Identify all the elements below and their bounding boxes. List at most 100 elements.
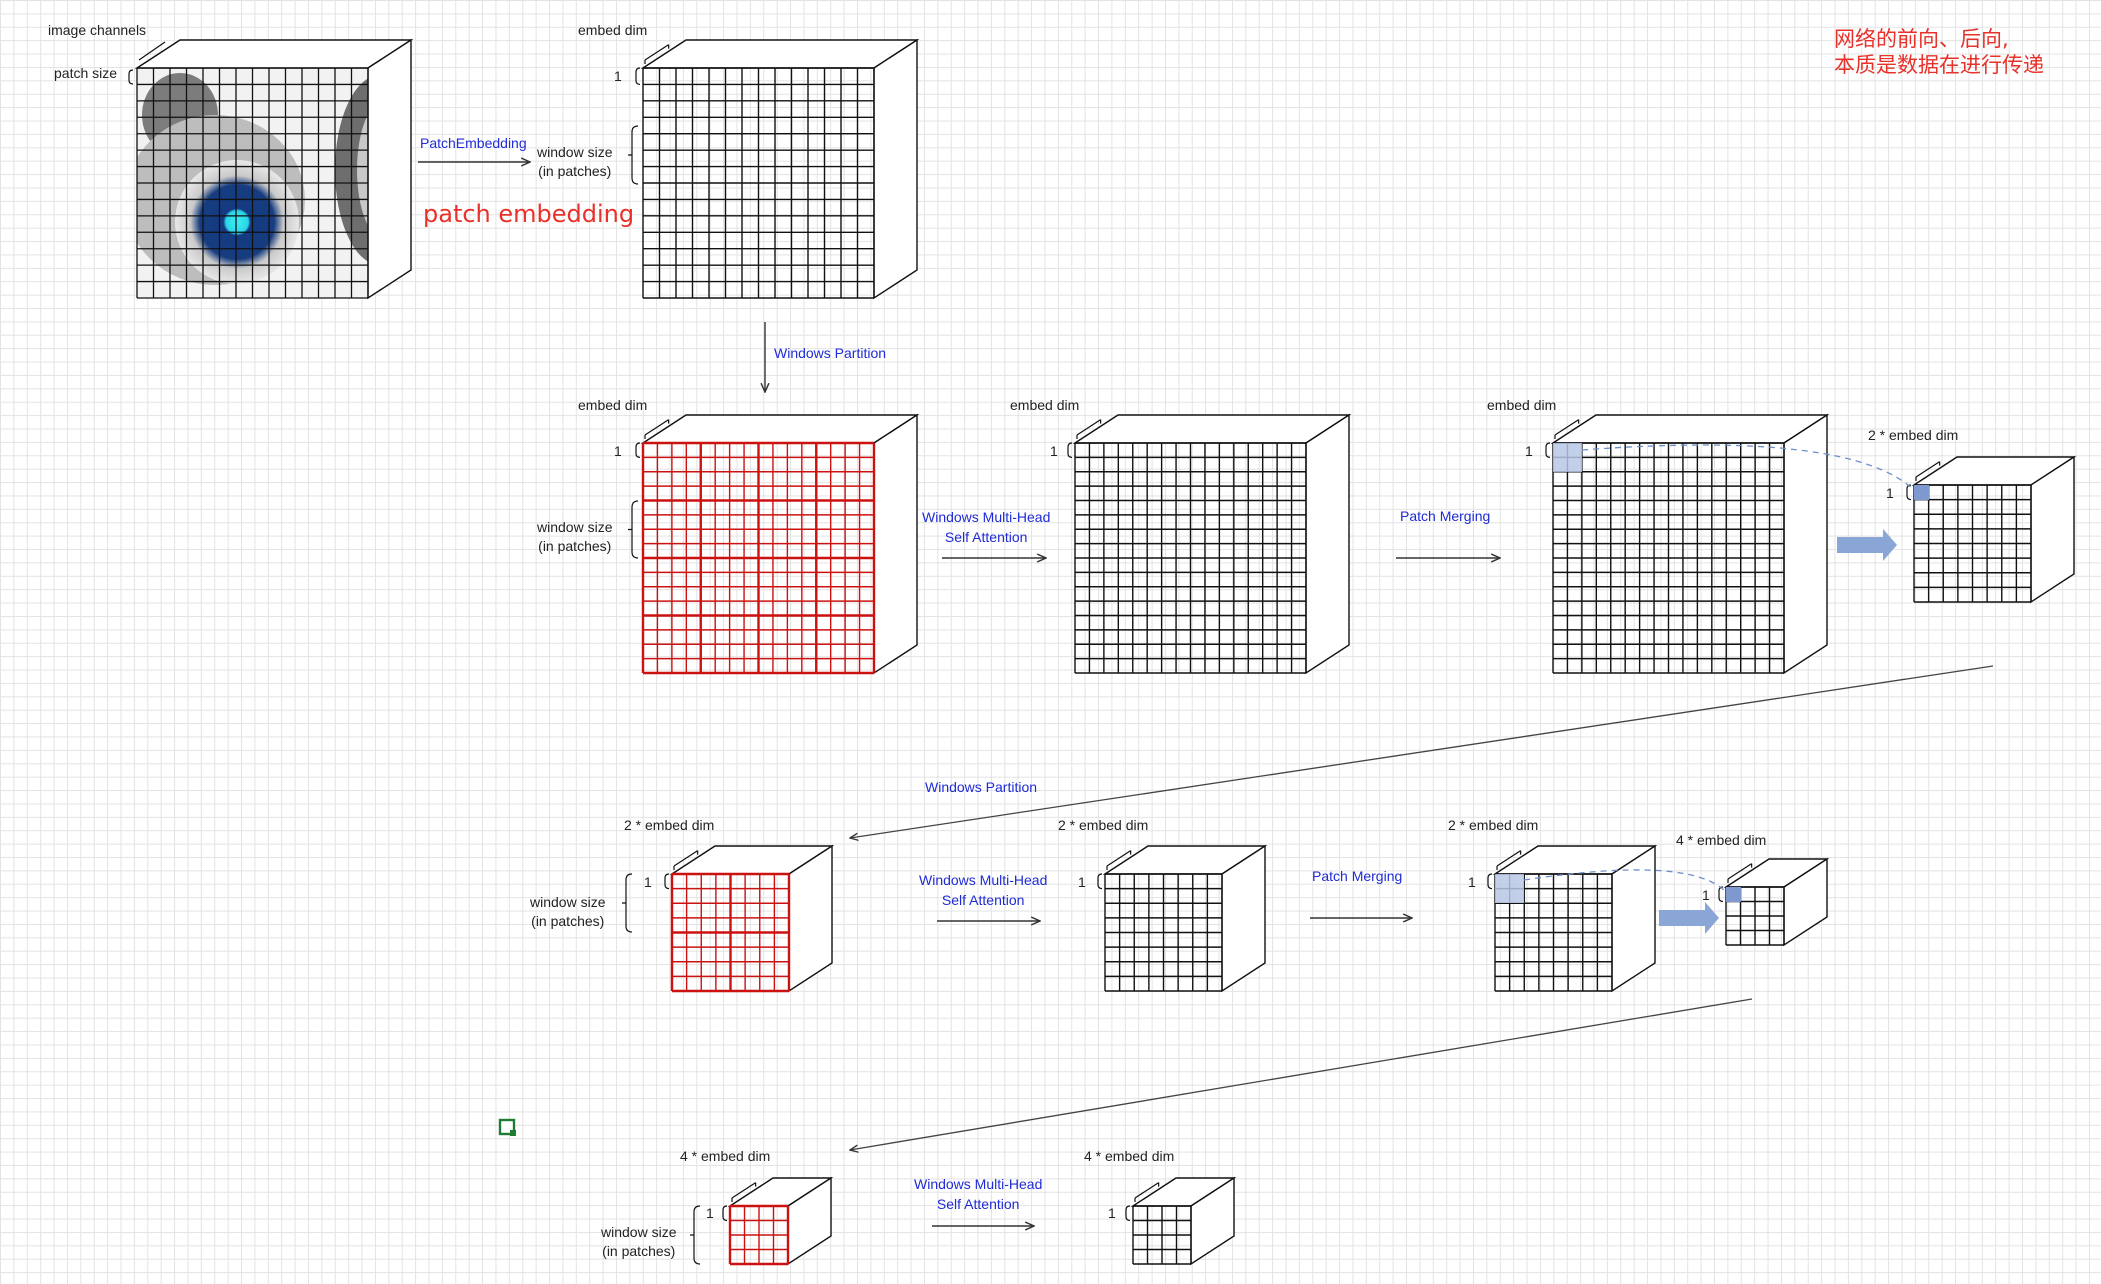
op-wmsa-line2: Self Attention xyxy=(936,1196,1020,1212)
window-size-line1: window size xyxy=(537,144,613,160)
cube-merged-2-depth-bracket xyxy=(1727,863,1752,880)
window-size-label-3: window size (in patches) xyxy=(530,893,605,931)
one-label-10: 1 xyxy=(706,1205,714,1221)
cube-embed-one-brace xyxy=(635,67,641,86)
cube-merge-2-one-brace xyxy=(1487,873,1493,890)
cube-attn-1-top-face xyxy=(1072,414,1352,444)
cube-windows-1-side-face xyxy=(873,413,918,675)
one-label-9: 1 xyxy=(1702,887,1710,903)
op-wmsa-line1: Windows Multi-Head xyxy=(922,509,1051,525)
window-size-label-4: window size (in patches) xyxy=(601,1223,676,1261)
window-size-brace-1 xyxy=(628,125,639,185)
merge-block-arrow-1 xyxy=(1837,529,1897,561)
merge-patch-highlight-2 xyxy=(1495,874,1524,903)
window-size-brace-3 xyxy=(622,873,633,933)
embed-dim-label-4: embed dim xyxy=(1487,397,1557,413)
op-patch-embedding: PatchEmbedding xyxy=(420,135,527,151)
cube-merge-1-one-brace xyxy=(1545,442,1551,458)
cube-windows-1-one-brace xyxy=(635,442,641,458)
embed-dim-4x-label-2: 4 * embed dim xyxy=(680,1148,771,1164)
cube-attn-3-depth-bracket xyxy=(1134,1182,1159,1199)
op-wmsa-line2: Self Attention xyxy=(941,892,1025,908)
image-side-face xyxy=(367,38,412,300)
window-size-brace-2 xyxy=(628,500,639,559)
cube-merged-1-one-brace xyxy=(1906,484,1912,501)
window-size-line2: (in patches) xyxy=(602,1243,676,1259)
op-wmsa-2: Windows Multi-Head Self Attention xyxy=(919,870,1047,910)
window-size-label-1: window size (in patches) xyxy=(537,143,612,181)
cube-embed-top-face xyxy=(640,39,920,69)
cube-merge-2-depth-bracket xyxy=(1496,850,1521,867)
cube-merge-1-side-face xyxy=(1783,413,1828,675)
one-label-7: 1 xyxy=(1078,874,1086,890)
one-label-8: 1 xyxy=(1468,874,1476,890)
cube-merge-1-depth-bracket xyxy=(1554,419,1579,436)
patch-size-label: patch size xyxy=(54,65,118,81)
note-line-2: 本质是数据在进行传递 xyxy=(1834,53,2044,77)
selection-handle-icon[interactable] xyxy=(498,1118,518,1138)
window-size-label-2: window size (in patches) xyxy=(537,518,612,556)
op-wmsa-line2: Self Attention xyxy=(944,529,1028,545)
merged-patch-highlight-2 xyxy=(1726,887,1741,902)
merged-patch-highlight-1 xyxy=(1914,485,1929,500)
op-wmsa-3: Windows Multi-Head Self Attention xyxy=(914,1174,1042,1214)
embed-dim-4x-label-3: 4 * embed dim xyxy=(1084,1148,1175,1164)
op-wmsa-1: Windows Multi-Head Self Attention xyxy=(922,507,1050,547)
merge-dashed-link-2 xyxy=(1523,869,1727,893)
image-channels-label: image channels xyxy=(48,22,147,38)
window-size-line2: (in patches) xyxy=(531,913,605,929)
patch-size-brace xyxy=(128,69,134,85)
cube-attn-1-side-face xyxy=(1305,413,1350,675)
image-top-face xyxy=(134,39,414,69)
one-label-4: 1 xyxy=(1525,443,1533,459)
embed-dim-2x-label-2: 2 * embed dim xyxy=(624,817,715,833)
one-label-3: 1 xyxy=(1050,443,1058,459)
note-line-1: 网络的前向、后向, xyxy=(1834,27,2009,51)
one-label-1: 1 xyxy=(614,68,622,84)
op-windows-partition-2: Windows Partition xyxy=(925,779,1038,795)
merge-block-arrow-2 xyxy=(1659,902,1719,934)
cube-windows-3-depth-bracket xyxy=(731,1182,756,1199)
forward-backward-note: 网络的前向、后向, 本质是数据在进行传递 xyxy=(1834,26,2044,78)
op-wmsa-line1: Windows Multi-Head xyxy=(919,872,1048,888)
window-size-line1: window size xyxy=(530,894,606,910)
embed-dim-label-3: embed dim xyxy=(1010,397,1080,413)
embed-dim-label-1: embed dim xyxy=(578,22,648,38)
embed-dim-4x-label-1: 4 * embed dim xyxy=(1676,832,1767,848)
one-label-2: 1 xyxy=(614,443,622,459)
window-size-line2: (in patches) xyxy=(538,538,612,554)
embed-dim-2x-label-4: 2 * embed dim xyxy=(1448,817,1539,833)
cube-attn-2-one-brace xyxy=(1097,873,1103,890)
merge-patch-highlight-1 xyxy=(1553,443,1582,472)
merge-dashed-link-1 xyxy=(1581,444,1915,491)
cube-embed-depth-bracket xyxy=(644,44,669,61)
cube-windows-2-one-brace xyxy=(664,873,670,890)
cube-embed-side-face xyxy=(873,38,918,300)
one-label-11: 1 xyxy=(1108,1205,1116,1221)
cube-windows-1-depth-bracket xyxy=(644,419,669,436)
cube-merged-1-depth-bracket xyxy=(1915,461,1940,478)
cube-attn-2-depth-bracket xyxy=(1106,850,1131,867)
one-label-5: 1 xyxy=(1886,485,1894,501)
embed-dim-2x-label-3: 2 * embed dim xyxy=(1058,817,1149,833)
patch-embedding-note: patch embedding xyxy=(423,200,635,228)
image-channels-bracket xyxy=(138,41,166,61)
cube-windows-1-top-face xyxy=(640,414,920,444)
one-label-6: 1 xyxy=(644,874,652,890)
window-size-line1: window size xyxy=(537,519,613,535)
row1-to-row2-connector xyxy=(850,665,1994,838)
embed-dim-2x-label-1: 2 * embed dim xyxy=(1868,427,1959,443)
cube-attn-1-one-brace xyxy=(1067,442,1073,458)
op-patch-merging-2: Patch Merging xyxy=(1312,868,1403,884)
row2-to-row3-connector xyxy=(850,998,1753,1150)
op-windows-partition-1: Windows Partition xyxy=(774,345,887,361)
cube-merge-1-top-face xyxy=(1550,414,1830,444)
embed-dim-label-2: embed dim xyxy=(578,397,648,413)
window-size-line1: window size xyxy=(601,1224,677,1240)
op-wmsa-line1: Windows Multi-Head xyxy=(914,1176,1043,1192)
op-patch-merging-1: Patch Merging xyxy=(1400,508,1491,524)
window-size-brace-4 xyxy=(690,1205,701,1265)
cube-windows-2-depth-bracket xyxy=(673,850,698,867)
cube-attn-3-one-brace xyxy=(1125,1205,1131,1222)
